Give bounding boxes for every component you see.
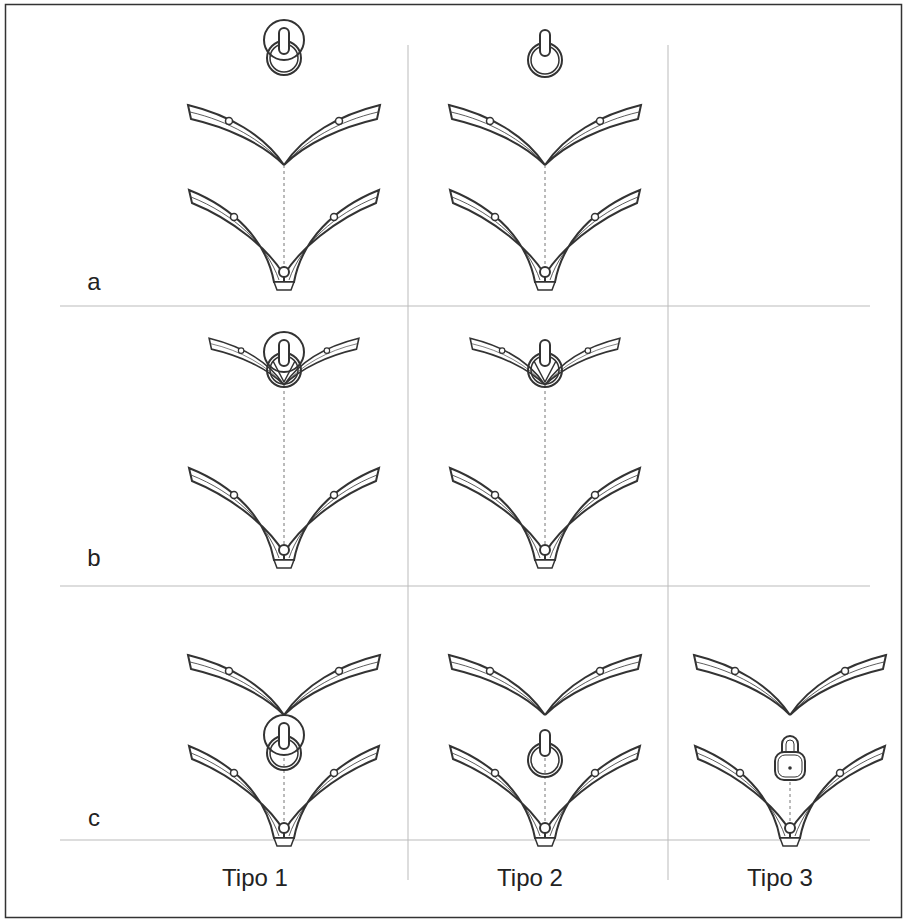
lower-piece <box>189 746 379 846</box>
column-heading: Tipo 2 <box>497 866 563 890</box>
ring-type1 <box>264 715 304 770</box>
lower-piece <box>450 468 640 568</box>
ring-type2 <box>528 340 562 387</box>
column-heading: Tipo 3 <box>747 866 813 890</box>
lower-piece <box>189 190 379 290</box>
ring-type1 <box>264 332 304 387</box>
upper-piece <box>188 105 380 165</box>
ring-type2 <box>528 30 562 77</box>
ring-type1 <box>264 20 304 75</box>
row-letter: a <box>87 270 100 294</box>
column-heading: Tipo 1 <box>222 866 288 890</box>
frame <box>6 5 902 918</box>
ring-type2 <box>528 730 562 777</box>
lock-type3 <box>775 736 805 780</box>
upper-piece <box>449 655 641 715</box>
axis-dashes <box>284 165 790 826</box>
grid-lines <box>60 45 870 880</box>
lower-piece <box>189 468 379 568</box>
lower-piece <box>450 746 640 846</box>
upper-piece <box>449 105 641 165</box>
upper-piece <box>188 655 380 715</box>
tip-mark <box>273 361 295 382</box>
row-letter: c <box>88 806 100 830</box>
row-letter: b <box>87 546 100 570</box>
tip-mark <box>534 361 556 382</box>
lower-piece <box>450 190 640 290</box>
upper-piece <box>694 655 886 715</box>
